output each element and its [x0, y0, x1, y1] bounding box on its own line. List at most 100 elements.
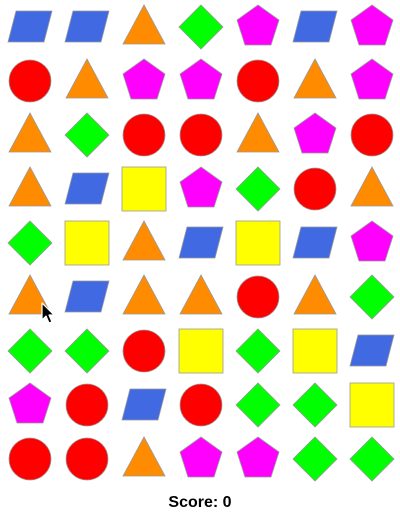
tile-triangle-r5-c5[interactable]	[287, 270, 344, 324]
tile-diamond-r4-c0[interactable]	[2, 216, 59, 270]
score-label: Score: 0	[168, 494, 232, 511]
triangle-icon	[65, 58, 109, 99]
tile-pentagon-r3-c3[interactable]	[173, 162, 230, 216]
triangle-icon	[350, 166, 394, 207]
tile-pentagon-r1-c6[interactable]	[344, 54, 400, 108]
tile-circle-r2-c2[interactable]	[116, 108, 173, 162]
circle-icon	[65, 437, 109, 481]
tile-square-r6-c3[interactable]	[173, 324, 230, 378]
tile-triangle-r5-c2[interactable]	[116, 270, 173, 324]
tile-circle-r2-c6[interactable]	[344, 108, 400, 162]
tile-circle-r8-c0[interactable]	[2, 432, 59, 486]
pentagon-icon	[122, 58, 166, 100]
tile-diamond-r2-c1[interactable]	[59, 108, 116, 162]
parallelogram-icon	[7, 10, 53, 43]
circle-icon	[122, 113, 166, 157]
diamond-icon	[64, 112, 110, 158]
tile-parallelogram-r5-c1[interactable]	[59, 270, 116, 324]
tile-circle-r5-c4[interactable]	[230, 270, 287, 324]
triangle-icon	[8, 112, 52, 153]
pentagon-icon	[8, 382, 52, 424]
circle-icon	[179, 383, 223, 427]
pentagon-icon	[179, 436, 223, 478]
tile-parallelogram-r7-c2[interactable]	[116, 378, 173, 432]
tile-square-r7-c6[interactable]	[344, 378, 400, 432]
tile-pentagon-r4-c6[interactable]	[344, 216, 400, 270]
tile-circle-r2-c3[interactable]	[173, 108, 230, 162]
square-icon	[235, 220, 281, 266]
tile-pentagon-r0-c4[interactable]	[230, 0, 287, 54]
square-icon	[64, 220, 110, 266]
tile-diamond-r6-c0[interactable]	[2, 324, 59, 378]
diamond-icon	[349, 274, 395, 320]
tile-triangle-r3-c0[interactable]	[2, 162, 59, 216]
tile-pentagon-r8-c3[interactable]	[173, 432, 230, 486]
tile-pentagon-r2-c5[interactable]	[287, 108, 344, 162]
tile-circle-r8-c1[interactable]	[59, 432, 116, 486]
diamond-icon	[64, 328, 110, 374]
tile-triangle-r5-c3[interactable]	[173, 270, 230, 324]
tile-circle-r1-c0[interactable]	[2, 54, 59, 108]
tile-diamond-r7-c5[interactable]	[287, 378, 344, 432]
tile-diamond-r0-c3[interactable]	[173, 0, 230, 54]
parallelogram-icon	[292, 10, 338, 43]
tile-diamond-r8-c6[interactable]	[344, 432, 400, 486]
tile-triangle-r8-c2[interactable]	[116, 432, 173, 486]
square-icon	[349, 382, 395, 428]
square-icon	[292, 328, 338, 374]
tile-diamond-r6-c4[interactable]	[230, 324, 287, 378]
tile-pentagon-r1-c2[interactable]	[116, 54, 173, 108]
tile-pentagon-r1-c3[interactable]	[173, 54, 230, 108]
tile-circle-r7-c1[interactable]	[59, 378, 116, 432]
tile-triangle-r2-c4[interactable]	[230, 108, 287, 162]
tile-circle-r3-c5[interactable]	[287, 162, 344, 216]
tile-circle-r6-c2[interactable]	[116, 324, 173, 378]
tile-triangle-r4-c2[interactable]	[116, 216, 173, 270]
diamond-icon	[7, 220, 53, 266]
tile-diamond-r3-c4[interactable]	[230, 162, 287, 216]
tile-circle-r1-c4[interactable]	[230, 54, 287, 108]
tile-diamond-r6-c1[interactable]	[59, 324, 116, 378]
tile-square-r6-c5[interactable]	[287, 324, 344, 378]
tile-parallelogram-r6-c6[interactable]	[344, 324, 400, 378]
tile-triangle-r5-c0[interactable]	[2, 270, 59, 324]
parallelogram-icon	[64, 280, 110, 313]
tile-parallelogram-r4-c3[interactable]	[173, 216, 230, 270]
tile-triangle-r2-c0[interactable]	[2, 108, 59, 162]
circle-icon	[179, 113, 223, 157]
tile-triangle-r0-c2[interactable]	[116, 0, 173, 54]
tile-diamond-r8-c5[interactable]	[287, 432, 344, 486]
square-icon	[178, 328, 224, 374]
tile-pentagon-r0-c6[interactable]	[344, 0, 400, 54]
tile-diamond-r7-c4[interactable]	[230, 378, 287, 432]
tile-square-r4-c1[interactable]	[59, 216, 116, 270]
tile-pentagon-r8-c4[interactable]	[230, 432, 287, 486]
tile-parallelogram-r0-c1[interactable]	[59, 0, 116, 54]
circle-icon	[236, 275, 280, 319]
tile-triangle-r3-c6[interactable]	[344, 162, 400, 216]
tile-triangle-r1-c5[interactable]	[287, 54, 344, 108]
triangle-icon	[293, 274, 337, 315]
tile-parallelogram-r4-c5[interactable]	[287, 216, 344, 270]
game-board[interactable]	[0, 0, 400, 486]
pentagon-icon	[179, 58, 223, 100]
tile-parallelogram-r0-c5[interactable]	[287, 0, 344, 54]
tile-pentagon-r7-c0[interactable]	[2, 378, 59, 432]
tile-triangle-r1-c1[interactable]	[59, 54, 116, 108]
triangle-icon	[122, 436, 166, 477]
triangle-icon	[293, 58, 337, 99]
parallelogram-icon	[64, 172, 110, 205]
tile-square-r3-c2[interactable]	[116, 162, 173, 216]
tile-parallelogram-r0-c0[interactable]	[2, 0, 59, 54]
triangle-icon	[8, 274, 52, 315]
circle-icon	[122, 329, 166, 373]
parallelogram-icon	[121, 388, 167, 421]
tile-parallelogram-r3-c1[interactable]	[59, 162, 116, 216]
pentagon-icon	[350, 58, 394, 100]
triangle-icon	[236, 112, 280, 153]
circle-icon	[65, 383, 109, 427]
tile-diamond-r5-c6[interactable]	[344, 270, 400, 324]
triangle-icon	[179, 274, 223, 315]
tile-circle-r7-c3[interactable]	[173, 378, 230, 432]
tile-square-r4-c4[interactable]	[230, 216, 287, 270]
